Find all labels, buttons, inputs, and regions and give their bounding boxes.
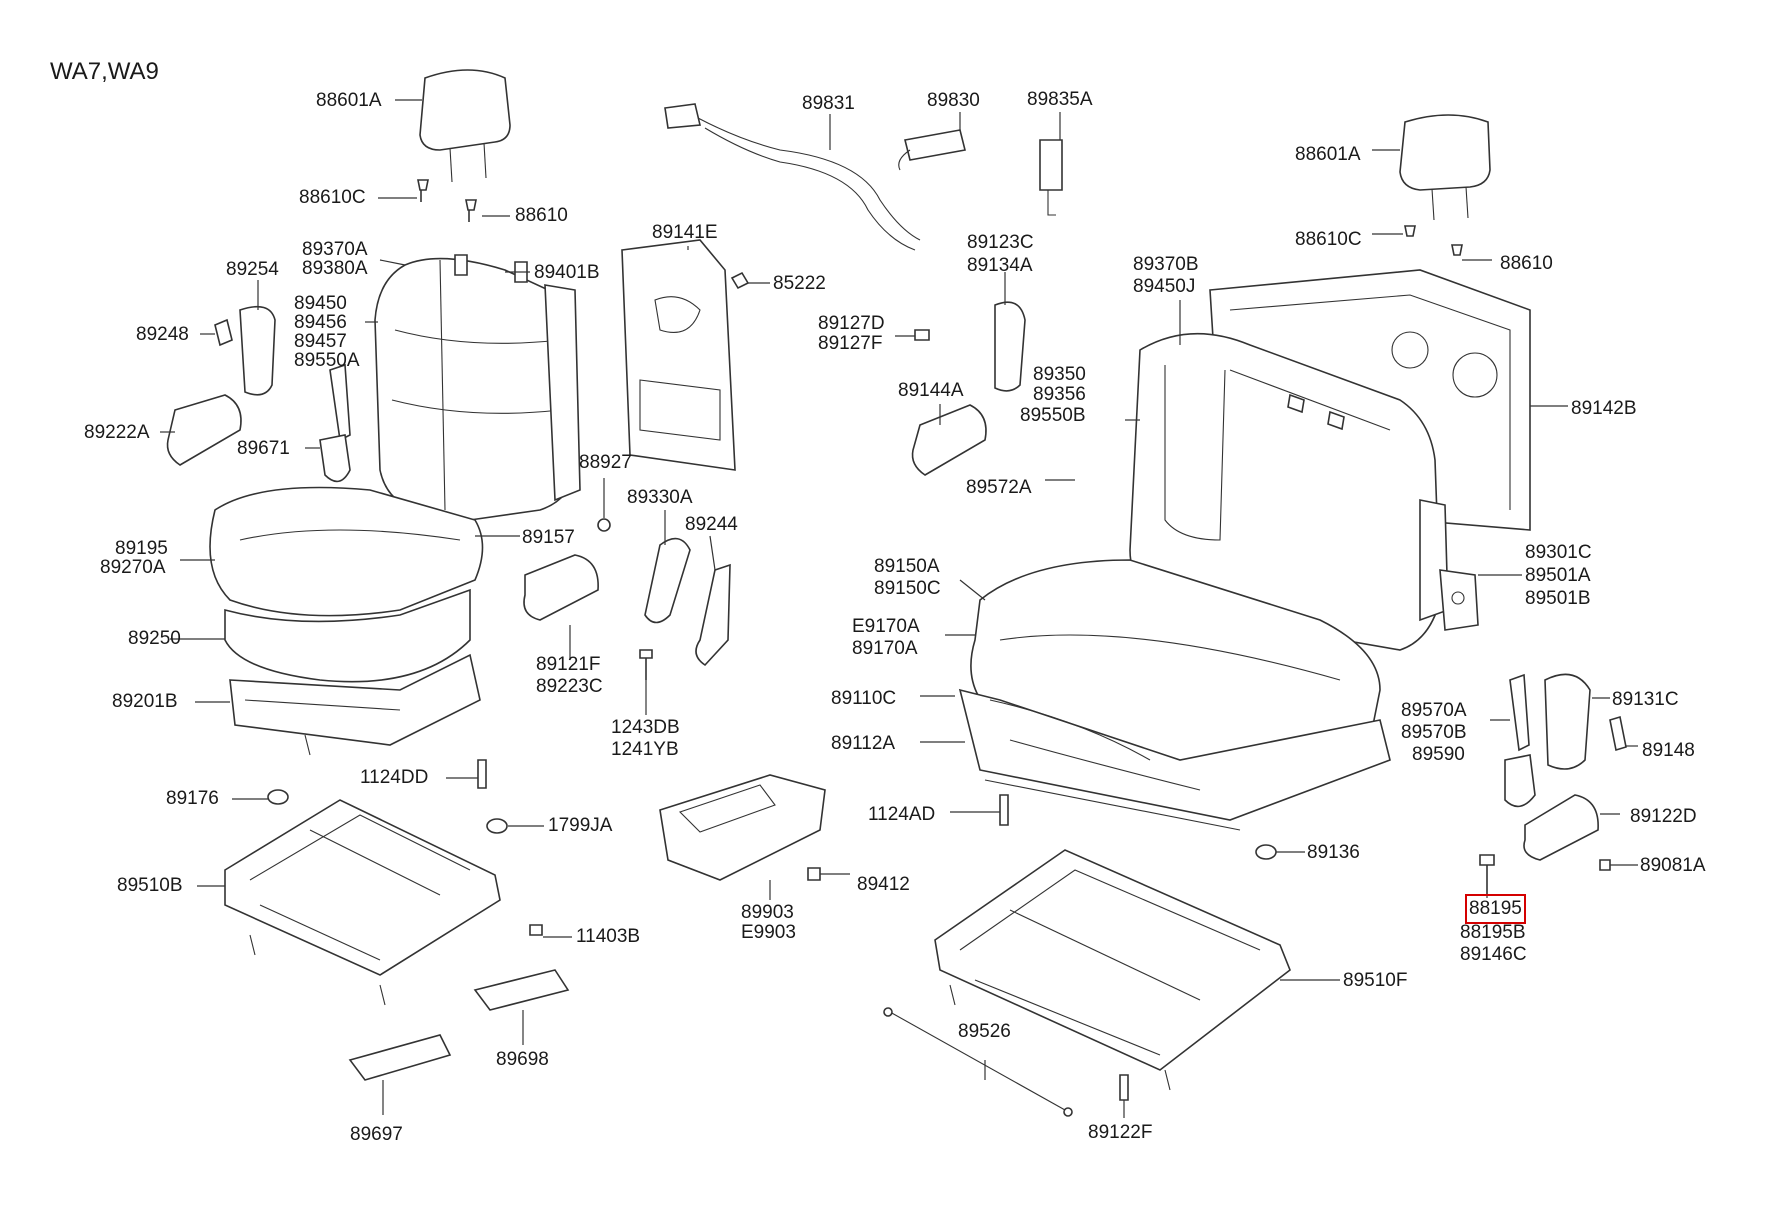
- part-label-88610C-right[interactable]: 88610C: [1295, 229, 1362, 250]
- part-label-89148[interactable]: 89148: [1642, 740, 1695, 761]
- part-label-89270A[interactable]: 89270A: [100, 557, 166, 578]
- part-label-1243DB[interactable]: 1243DB: [611, 717, 680, 738]
- part-label-89081A[interactable]: 89081A: [1640, 855, 1706, 876]
- part-label-89671[interactable]: 89671: [237, 438, 290, 459]
- part-label-11403B[interactable]: 11403B: [576, 926, 641, 947]
- part-label-89510B[interactable]: 89510B: [117, 875, 183, 896]
- part-label-89550A[interactable]: 89550A: [294, 350, 360, 371]
- part-label-89127D[interactable]: 89127D: [818, 313, 885, 334]
- part-label-89254[interactable]: 89254: [226, 259, 279, 280]
- model-code: WA7,WA9: [50, 58, 159, 85]
- part-label-89223C[interactable]: 89223C: [536, 676, 603, 697]
- part-label-89136[interactable]: 89136: [1307, 842, 1360, 863]
- right-seatback-drawing: [1129, 332, 1449, 651]
- part-label-89144A[interactable]: 89144A: [898, 380, 964, 401]
- left-track-drawing: [224, 799, 501, 1006]
- part-label-88195B[interactable]: 88195B: [1460, 922, 1526, 943]
- part-label-89501B[interactable]: 89501B: [1525, 588, 1591, 609]
- part-label-89835A[interactable]: 89835A: [1027, 89, 1093, 110]
- part-label-1124DD[interactable]: 1124DD: [360, 767, 429, 788]
- part-label-89356[interactable]: 89356: [1033, 384, 1086, 405]
- part-label-89110C[interactable]: 89110C: [831, 688, 897, 709]
- part-label-89141E[interactable]: 89141E: [652, 222, 718, 243]
- part-label-89457[interactable]: 89457: [294, 331, 347, 352]
- part-label-89401B[interactable]: 89401B: [534, 262, 600, 283]
- part-label-88601A-right[interactable]: 88601A: [1295, 144, 1361, 165]
- part-label-89222A[interactable]: 89222A: [84, 422, 150, 443]
- part-label-89195[interactable]: 89195: [115, 538, 168, 559]
- part-label-E9170A[interactable]: E9170A: [852, 616, 920, 637]
- part-label-89157[interactable]: 89157: [522, 527, 575, 548]
- console-drawing: [659, 774, 826, 881]
- part-label-89176[interactable]: 89176: [166, 788, 219, 809]
- part-label-89903[interactable]: 89903: [741, 902, 794, 923]
- part-label-89150A[interactable]: 89150A: [874, 556, 940, 577]
- part-label-89127F[interactable]: 89127F: [818, 333, 883, 354]
- part-label-89501A[interactable]: 89501A: [1525, 565, 1591, 586]
- part-label-89301C[interactable]: 89301C: [1525, 542, 1592, 563]
- part-label-89412[interactable]: 89412: [857, 874, 910, 895]
- part-label-89134A[interactable]: 89134A: [967, 255, 1033, 276]
- part-label-88610-left[interactable]: 88610: [515, 205, 568, 226]
- part-label-89121F[interactable]: 89121F: [536, 654, 601, 675]
- part-label-88610-right[interactable]: 88610: [1500, 253, 1553, 274]
- part-label-88601A-left[interactable]: 88601A: [316, 90, 382, 111]
- part-label-88927[interactable]: 88927: [579, 452, 632, 473]
- part-label-89350[interactable]: 89350: [1033, 364, 1086, 385]
- part-label-89590[interactable]: 89590: [1412, 744, 1465, 765]
- part-label-89244[interactable]: 89244: [685, 514, 738, 535]
- part-label-89201B[interactable]: 89201B: [112, 691, 178, 712]
- right-track-drawing: [934, 849, 1291, 1091]
- part-label-89550B[interactable]: 89550B: [1020, 405, 1086, 426]
- part-label-89570A[interactable]: 89570A: [1401, 700, 1467, 721]
- part-label-89122D[interactable]: 89122D: [1630, 806, 1697, 827]
- part-label-85222[interactable]: 85222: [773, 273, 826, 294]
- part-label-89248[interactable]: 89248: [136, 324, 189, 345]
- left-headrest-drawing: [419, 69, 511, 183]
- part-label-88195-highlighted[interactable]: 88195: [1465, 894, 1526, 924]
- left-seatback-drawing: [374, 254, 581, 521]
- part-label-89380A[interactable]: 89380A: [302, 258, 368, 279]
- part-label-89526[interactable]: 89526: [958, 1021, 1011, 1042]
- part-label-89122F[interactable]: 89122F: [1088, 1122, 1153, 1143]
- part-label-89370A[interactable]: 89370A: [302, 239, 368, 260]
- part-label-89330A[interactable]: 89330A: [627, 487, 693, 508]
- part-label-89450J[interactable]: 89450J: [1133, 276, 1196, 297]
- part-label-89112A[interactable]: 89112A: [831, 733, 896, 754]
- left-cushion-drawing: [209, 486, 484, 756]
- part-label-1241YB[interactable]: 1241YB: [611, 739, 679, 760]
- part-label-89142B[interactable]: 89142B: [1571, 398, 1637, 419]
- right-cushion-drawing: [958, 559, 1391, 831]
- part-label-89698[interactable]: 89698: [496, 1049, 549, 1070]
- part-label-89830[interactable]: 89830: [927, 90, 980, 111]
- part-label-89697[interactable]: 89697: [350, 1124, 403, 1145]
- leader-lines: [160, 99, 1638, 1118]
- part-label-89123C[interactable]: 89123C: [967, 232, 1034, 253]
- part-label-88610C-left[interactable]: 88610C: [299, 187, 366, 208]
- part-label-89370B[interactable]: 89370B: [1133, 254, 1199, 275]
- part-label-1124AD[interactable]: 1124AD: [868, 804, 936, 825]
- part-label-89131C[interactable]: 89131C: [1612, 689, 1679, 710]
- part-label-89450[interactable]: 89450: [294, 293, 347, 314]
- part-label-89570B[interactable]: 89570B: [1401, 722, 1467, 743]
- part-label-89510F[interactable]: 89510F: [1343, 970, 1408, 991]
- part-label-89456[interactable]: 89456: [294, 312, 347, 333]
- part-label-89572A[interactable]: 89572A: [966, 477, 1032, 498]
- part-label-89150C[interactable]: 89150C: [874, 578, 941, 599]
- part-label-89170A[interactable]: 89170A: [852, 638, 918, 659]
- part-label-1799JA[interactable]: 1799JA: [548, 815, 613, 836]
- part-label-E9903[interactable]: E9903: [741, 922, 796, 943]
- part-label-89146C[interactable]: 89146C: [1460, 944, 1527, 965]
- part-label-89250[interactable]: 89250: [128, 628, 181, 649]
- part-label-89831[interactable]: 89831: [802, 93, 855, 114]
